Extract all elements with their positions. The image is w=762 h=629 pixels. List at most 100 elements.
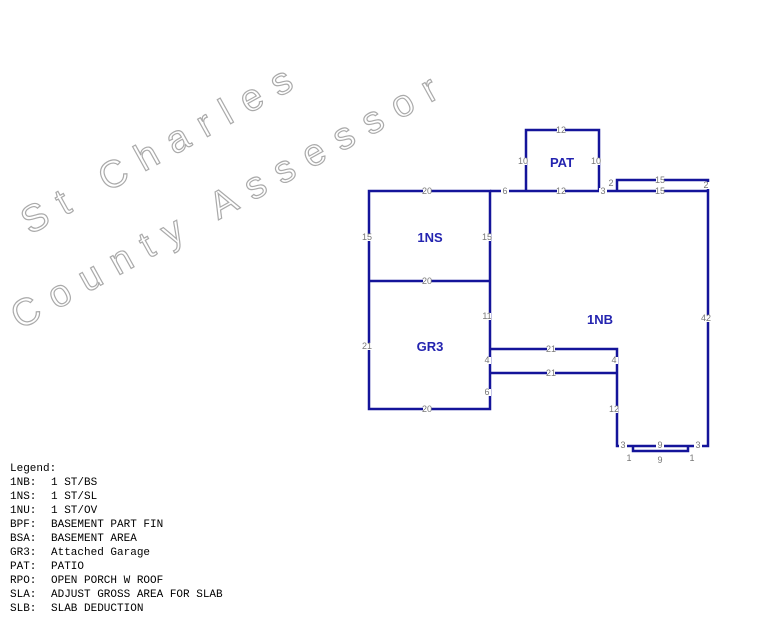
legend-code: 1NU: bbox=[10, 505, 37, 517]
dimension-label: 3 bbox=[600, 186, 605, 196]
dimension-label-bg bbox=[610, 357, 618, 364]
legend-item: 1NB: 1 ST/BS bbox=[10, 476, 223, 490]
dimension-label-bg bbox=[656, 457, 664, 464]
dimension-label-bg bbox=[483, 313, 491, 320]
legend-item: SLA: ADJUST GROSS AREA FOR SLAB bbox=[10, 588, 223, 602]
dimension-label: 10 bbox=[518, 156, 528, 166]
dimension-label: 15 bbox=[482, 232, 492, 242]
dimension-label-bg bbox=[599, 188, 607, 195]
dimension-label: 9 bbox=[657, 440, 662, 450]
legend-item: 1NS: 1 ST/SL bbox=[10, 490, 223, 504]
legend-desc: Attached Garage bbox=[51, 547, 151, 559]
legend-code: SLB: bbox=[10, 603, 37, 615]
legend-code: RPO: bbox=[10, 575, 37, 587]
dimension-label: 20 bbox=[422, 276, 432, 286]
dimension-label: 9 bbox=[657, 455, 662, 465]
room-label-gr3: GR3 bbox=[417, 339, 444, 354]
dimension-label: 15 bbox=[655, 175, 665, 185]
dimension-label-bg bbox=[625, 455, 633, 462]
wall-bump-bottom bbox=[631, 446, 690, 453]
dimension-label: 15 bbox=[655, 186, 665, 196]
dimension-label-bg bbox=[423, 406, 431, 413]
dimension-label: 3 bbox=[695, 440, 700, 450]
dimension-label-bg bbox=[547, 370, 555, 377]
dimension-label-bg bbox=[363, 234, 371, 241]
dimension-label-bg bbox=[501, 188, 509, 195]
dimension-label-bg bbox=[607, 180, 615, 187]
dimension-label: 20 bbox=[422, 404, 432, 414]
dimension-label-bg bbox=[619, 442, 627, 449]
dimension-label-bg bbox=[483, 234, 491, 241]
dimension-label: 3 bbox=[620, 440, 625, 450]
dimension-label: 4 bbox=[484, 355, 489, 365]
legend-item: RPO: OPEN PORCH W ROOF bbox=[10, 574, 223, 588]
legend-code: BPF: bbox=[10, 519, 37, 531]
legend-desc: 1 ST/BS bbox=[51, 477, 98, 489]
dimension-label-bg bbox=[363, 343, 371, 350]
legend-code: 1NS: bbox=[10, 491, 37, 503]
legend-code: GR3: bbox=[10, 547, 37, 559]
dimension-label-bg bbox=[423, 278, 431, 285]
legend-desc: 1 ST/SL bbox=[51, 491, 98, 503]
legend-code: SLA: bbox=[10, 589, 37, 601]
legend-item: GR3: Attached Garage bbox=[10, 546, 223, 560]
legend-item: BSA: BASEMENT AREA bbox=[10, 532, 223, 546]
dimension-label-bg bbox=[610, 406, 618, 413]
wall-1nb-outline bbox=[490, 178, 710, 448]
dimension-label-bg bbox=[656, 177, 664, 184]
dimension-label-bg bbox=[592, 158, 600, 165]
dimension-label-bg bbox=[656, 442, 664, 449]
dimension-label: 11 bbox=[482, 311, 491, 321]
dimension-label-bg bbox=[483, 357, 491, 364]
legend-desc: 1 ST/OV bbox=[51, 505, 98, 517]
dimension-label-bg bbox=[423, 188, 431, 195]
legend-desc: ADJUST GROSS AREA FOR SLAB bbox=[51, 589, 223, 601]
dimension-label-bg bbox=[688, 455, 696, 462]
legend-code: 1NB: bbox=[10, 477, 37, 489]
room-labels: 1NS GR3 PAT 1NB bbox=[417, 155, 613, 354]
watermark: St Charles County Assessor bbox=[3, 52, 458, 339]
dimension-label: 42 bbox=[701, 313, 711, 323]
wall-1ns-gr3 bbox=[367, 189, 492, 411]
dimension-label: 2 bbox=[608, 178, 613, 188]
legend-title: Legend: bbox=[10, 463, 57, 475]
legend-item: PAT: PATIO bbox=[10, 560, 223, 574]
dimension-label-bg bbox=[702, 182, 710, 189]
dimension-label-bg bbox=[519, 158, 527, 165]
dimension-label: 21 bbox=[546, 368, 556, 378]
dimension-label: 6 bbox=[502, 186, 507, 196]
legend-desc: SLAB DEDUCTION bbox=[51, 603, 144, 615]
legend-desc: PATIO bbox=[51, 561, 85, 573]
dimension-label: 12 bbox=[556, 186, 566, 196]
legend: Legend: 1NB: 1 ST/BS 1NS: 1 ST/SL 1NU: 1 ST/OV… bbox=[10, 462, 223, 616]
dimension-label: 21 bbox=[546, 344, 556, 354]
dimension-label: 4 bbox=[611, 355, 616, 365]
dimension-label-bg bbox=[702, 315, 710, 322]
legend-item: SLB: SLAB DEDUCTION bbox=[10, 602, 223, 616]
dimension-label: 2 bbox=[703, 180, 708, 190]
legend-code: PAT: bbox=[10, 561, 37, 573]
dimension-label: 20 bbox=[422, 186, 432, 196]
dimension-label: 10 bbox=[591, 156, 601, 166]
legend-item: 1NU: 1 ST/OV bbox=[10, 504, 223, 518]
legend-item: BPF: BASEMENT PART FIN bbox=[10, 518, 223, 532]
legend-desc: BASEMENT PART FIN bbox=[51, 519, 164, 531]
dimension-label: 1 bbox=[626, 453, 631, 463]
dimension-label-bg bbox=[547, 346, 555, 353]
dimension-label-bg bbox=[483, 389, 491, 396]
dimension-label: 12 bbox=[609, 404, 619, 414]
dimension-label-bg bbox=[694, 442, 702, 449]
room-label-1ns: 1NS bbox=[417, 230, 443, 245]
dimension-label-bg bbox=[656, 188, 664, 195]
legend-code: BSA: bbox=[10, 533, 37, 545]
dimension-label-bg bbox=[557, 188, 565, 195]
dimension-label: 21 bbox=[362, 341, 372, 351]
legend-desc: BASEMENT AREA bbox=[51, 533, 137, 545]
dimension-label-bg bbox=[557, 127, 565, 134]
dimension-label: 12 bbox=[556, 125, 566, 135]
legend-desc: OPEN PORCH W ROOF bbox=[51, 575, 164, 587]
room-label-pat: PAT bbox=[550, 155, 574, 170]
dimension-label: 1 bbox=[689, 453, 694, 463]
